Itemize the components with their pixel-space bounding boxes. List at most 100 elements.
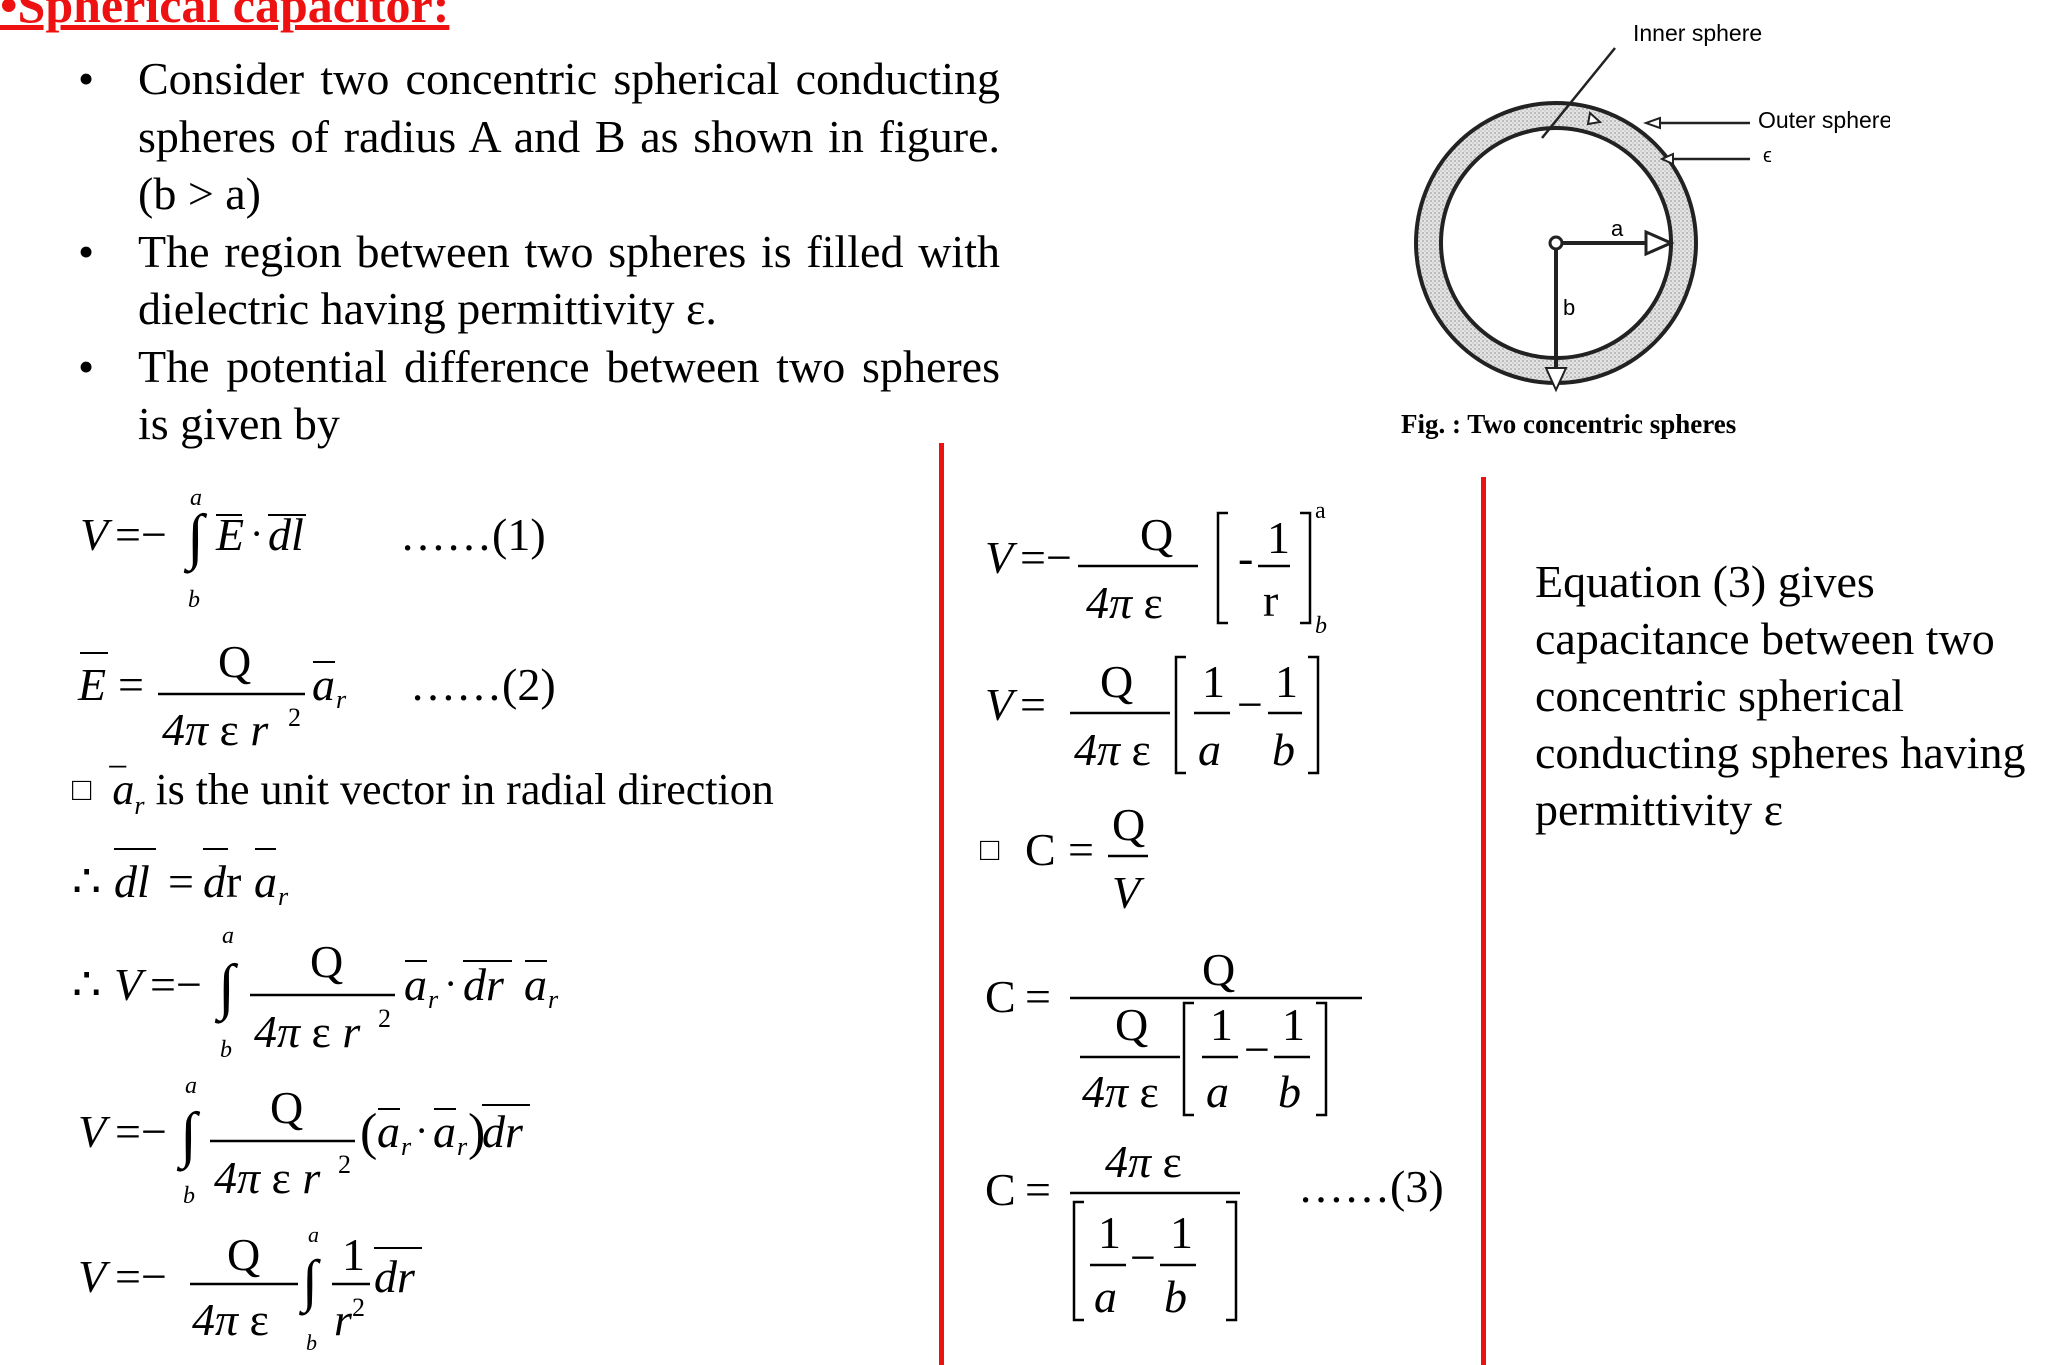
svg-text:∫: ∫ [298,1248,321,1316]
missing-glyph-box: □ [980,831,1000,867]
svg-text:=: = [1025,971,1051,1022]
eq1-tag: ……(1) [400,509,546,560]
svg-text:−: − [1237,679,1263,730]
svg-text:=−: =− [1020,532,1072,583]
svg-text:r: r [278,882,289,911]
svg-text:Q: Q [270,1082,303,1133]
outer-arrow-icon [1643,116,1661,130]
svg-text:·: · [444,961,457,1006]
svg-text:Q: Q [227,1229,260,1280]
svg-text:Q: Q [310,936,343,987]
svg-text:=: = [1068,824,1094,875]
svg-text:a: a [377,1106,400,1157]
svg-text:a: a [433,1106,456,1157]
svg-text:=: = [1025,1164,1051,1215]
svg-text:a: a [308,1222,319,1247]
svg-text:4π ε: 4π ε [1082,1066,1159,1117]
eq3-tag: ……(3) [1298,1161,1444,1212]
svg-text:E: E [77,659,106,710]
inner-sphere-leader [1541,47,1616,139]
svg-text:a: a [1315,498,1326,524]
svg-text:b: b [183,1183,195,1209]
eq2-tag: ……(2) [410,659,556,710]
svg-text:b: b [1164,1271,1187,1322]
equation-v-integral: V =− Q 4π ε ∫ a b 1 r 2 dr [78,1222,422,1355]
equation-v-result: V = Q 4π ε 1 a − 1 b [985,655,1320,775]
epsilon-arrow-icon [1659,152,1674,166]
svg-text:a: a [1094,1271,1117,1322]
capacitance-note: Equation (3) gives capacitance between t… [1535,556,2026,835]
svg-text:1: 1 [342,1229,365,1280]
svg-text:dr: dr [374,1251,416,1302]
label-inner-sphere: Inner sphere [1633,20,1762,46]
label-radius-a: a [1611,216,1624,241]
equation-3: C = 4π ε 1 a − 1 b ……(3) [985,1136,1444,1322]
svg-text:1: 1 [1210,999,1233,1050]
equation-v-evaluated: V =− Q 4π ε - 1 r a b [985,498,1327,638]
svg-text:a: a [312,659,335,710]
svg-text:4π ε: 4π ε [1086,577,1163,628]
bullet-dot: • [78,225,95,277]
svg-text:V: V [1112,867,1145,918]
equation-c-substituted: C = Q Q 4π ε 1 a − 1 b [985,944,1362,1117]
svg-text:=: = [1020,679,1046,730]
svg-text:dr: dr [482,1106,524,1157]
svg-text:=−: =− [150,959,202,1010]
svg-text:=−: =− [115,1251,167,1302]
svg-text:r: r [548,985,559,1014]
svg-text:4π ε r: 4π ε r [162,704,269,755]
svg-text:a: a [1206,1066,1229,1117]
svg-text:E: E [215,509,244,560]
center-point [1548,235,1564,251]
bullet-list: • Consider two concentric spherical cond… [70,50,1000,453]
svg-text:2: 2 [288,703,301,732]
svg-text:−: − [1244,1024,1270,1075]
svg-text:2: 2 [352,1293,365,1322]
label-radius-b: b [1563,295,1575,320]
svg-text:-: - [1238,532,1253,583]
svg-text:r: r [1263,575,1278,626]
bullet-item-2: • The region between two spheres is fill… [70,223,1000,338]
svg-text:Q: Q [1140,509,1173,560]
bullet-item-1: • Consider two concentric spherical cond… [70,50,1000,223]
svg-text:=: = [168,856,194,907]
svg-text:a: a [185,1075,197,1099]
svg-text:a: a [222,925,234,949]
svg-text:b: b [306,1330,317,1355]
svg-text:=−: =− [115,1106,167,1157]
svg-text:a: a [254,856,277,907]
svg-text:a: a [190,485,202,511]
svg-text:2: 2 [378,1004,391,1033]
svg-text:·: · [250,511,263,556]
svg-text:b: b [220,1037,232,1063]
svg-text:r: r [457,1132,468,1161]
divider-left [939,443,944,1365]
svg-text:r: r [428,985,439,1014]
svg-text:∫: ∫ [176,1101,201,1172]
svg-text:dl: dl [114,856,150,907]
svg-text:b: b [1315,613,1327,638]
unit-vector-line: □ a‾r is the unit vector in radial direc… [72,762,774,820]
svg-text:V: V [78,1106,111,1157]
bullet-text-2: The region between two spheres is filled… [138,225,1000,335]
svg-text:C: C [1025,824,1056,875]
inner-arrow-icon [1586,111,1603,126]
svg-text:Q: Q [1115,999,1148,1050]
svg-text:r: r [336,685,347,714]
equation-c-definition: □ C = Q V [980,799,1148,918]
svg-text:b: b [1272,724,1295,775]
equation-dl: ∴ dl = dr a r [72,848,289,911]
concentric-spheres-figure: Inner sphere Outer sphere ϵ a b Fig. : T… [1401,20,1890,439]
svg-text:1: 1 [1170,1207,1193,1258]
svg-text:V: V [985,679,1018,730]
therefore-symbol: ∴ [72,856,101,907]
svg-text:r: r [401,1132,412,1161]
svg-text:V: V [985,532,1018,583]
equation-2: E = Q 4π ε r 2 a r ……(2) [77,636,556,755]
svg-text:2: 2 [338,1150,351,1179]
svg-text:dr: dr [463,959,505,1010]
svg-text:b: b [1278,1066,1301,1117]
svg-text:4π ε r: 4π ε r [254,1006,361,1057]
svg-text:4π ε: 4π ε [1074,724,1151,775]
svg-text:1: 1 [1267,512,1290,563]
